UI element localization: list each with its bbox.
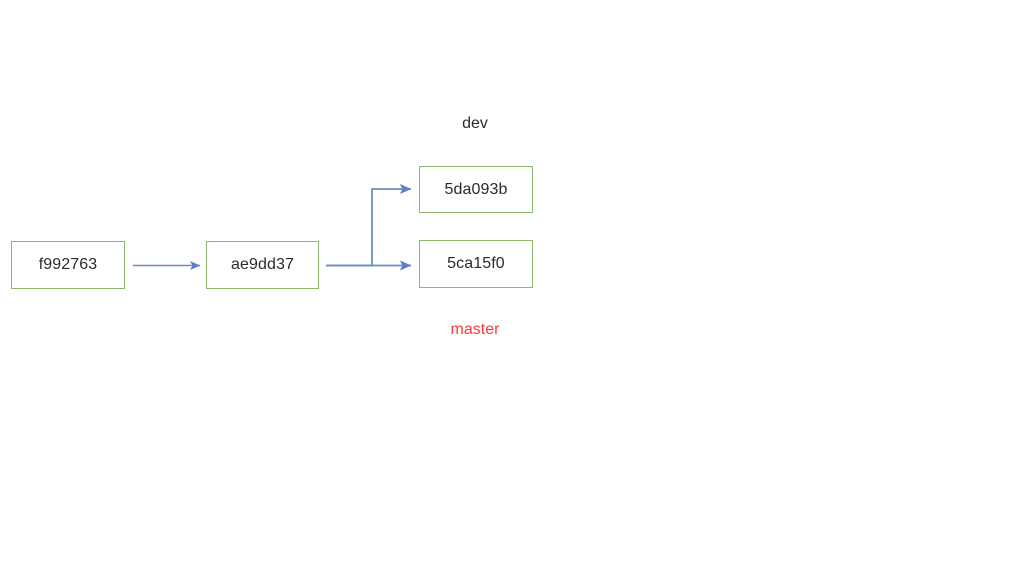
commit-node-ae9dd37[interactable]: ae9dd37 bbox=[206, 241, 319, 289]
commit-hash-label: 5ca15f0 bbox=[447, 255, 505, 272]
commit-hash-label: ae9dd37 bbox=[231, 256, 294, 273]
branch-label-dev: dev bbox=[462, 115, 488, 132]
commit-node-5da093b[interactable]: 5da093b bbox=[419, 166, 533, 213]
commit-hash-label: 5da093b bbox=[444, 180, 508, 198]
edge-ae9dd37-to-5da093b bbox=[326, 183, 412, 267]
commit-node-f992763[interactable]: f992763 bbox=[11, 241, 125, 289]
commit-hash-label: f992763 bbox=[38, 256, 98, 273]
commit-node-5ca15f0[interactable]: 5ca15f0 bbox=[419, 240, 533, 288]
branch-label-master: master bbox=[450, 321, 500, 338]
